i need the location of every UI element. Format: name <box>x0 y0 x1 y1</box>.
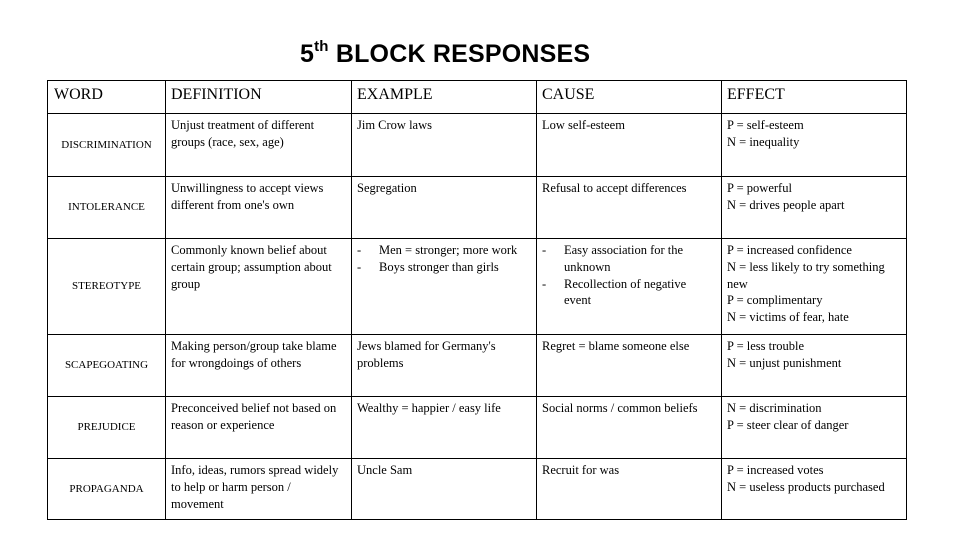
table-row: INTOLERANCE Unwillingness to accept view… <box>47 176 907 239</box>
page-title: 5th BLOCK RESPONSES <box>300 38 591 68</box>
table-row: PROPAGANDA Info, ideas, rumors spread wi… <box>47 458 907 520</box>
responses-table: WORD DEFINITION EXAMPLE CAUSE EFFECT DIS… <box>47 80 907 520</box>
cause-cell: Low self-esteem <box>536 113 722 177</box>
effect-cell: P = increased confidence N = less likely… <box>721 238 907 335</box>
word-cell: SCAPEGOATING <box>47 334 166 397</box>
header-word: WORD <box>47 80 166 114</box>
table-row: PREJUDICE Preconceived belief not based … <box>47 396 907 459</box>
definition-cell: Unjust treatment of different groups (ra… <box>165 113 352 177</box>
effect-cell: P = increased votes N = useless products… <box>721 458 907 520</box>
table-row: DISCRIMINATION Unjust treatment of diffe… <box>47 113 907 177</box>
example-cell: Segregation <box>351 176 537 239</box>
word-cell: STEREOTYPE <box>47 238 166 335</box>
list-item: Recollection of negative event <box>542 276 716 310</box>
example-list: Men = stronger; more work Boys stronger … <box>357 242 531 276</box>
table-row: STEREOTYPE Commonly known belief about c… <box>47 238 907 335</box>
definition-cell: Info, ideas, rumors spread widely to hel… <box>165 458 352 520</box>
definition-cell: Commonly known belief about certain grou… <box>165 238 352 335</box>
header-effect: EFFECT <box>721 80 907 114</box>
definition-cell: Unwillingness to accept views different … <box>165 176 352 239</box>
list-item: Easy association for the unknown <box>542 242 716 276</box>
example-cell: Jews blamed for Germany's problems <box>351 334 537 397</box>
cause-cell: Regret = blame someone else <box>536 334 722 397</box>
cause-cell: Recruit for was <box>536 458 722 520</box>
table-row: SCAPEGOATING Making person/group take bl… <box>47 334 907 397</box>
table-header-row: WORD DEFINITION EXAMPLE CAUSE EFFECT <box>47 80 907 114</box>
word-cell: DISCRIMINATION <box>47 113 166 177</box>
example-cell: Jim Crow laws <box>351 113 537 177</box>
list-item: Boys stronger than girls <box>357 259 531 276</box>
definition-cell: Preconceived belief not based on reason … <box>165 396 352 459</box>
word-cell: PREJUDICE <box>47 396 166 459</box>
list-item: Men = stronger; more work <box>357 242 531 259</box>
effect-cell: P = self-esteem N = inequality <box>721 113 907 177</box>
effect-cell: P = less trouble N = unjust punishment <box>721 334 907 397</box>
header-definition: DEFINITION <box>165 80 352 114</box>
cause-cell: Refusal to accept differences <box>536 176 722 239</box>
cause-cell: Easy association for the unknown Recolle… <box>536 238 722 335</box>
example-cell: Uncle Sam <box>351 458 537 520</box>
cause-cell: Social norms / common beliefs <box>536 396 722 459</box>
example-cell: Men = stronger; more work Boys stronger … <box>351 238 537 335</box>
definition-cell: Making person/group take blame for wrong… <box>165 334 352 397</box>
word-cell: PROPAGANDA <box>47 458 166 520</box>
header-cause: CAUSE <box>536 80 722 114</box>
header-example: EXAMPLE <box>351 80 537 114</box>
cause-list: Easy association for the unknown Recolle… <box>542 242 716 309</box>
example-cell: Wealthy = happier / easy life <box>351 396 537 459</box>
word-cell: INTOLERANCE <box>47 176 166 239</box>
effect-cell: N = discrimination P = steer clear of da… <box>721 396 907 459</box>
effect-cell: P = powerful N = drives people apart <box>721 176 907 239</box>
